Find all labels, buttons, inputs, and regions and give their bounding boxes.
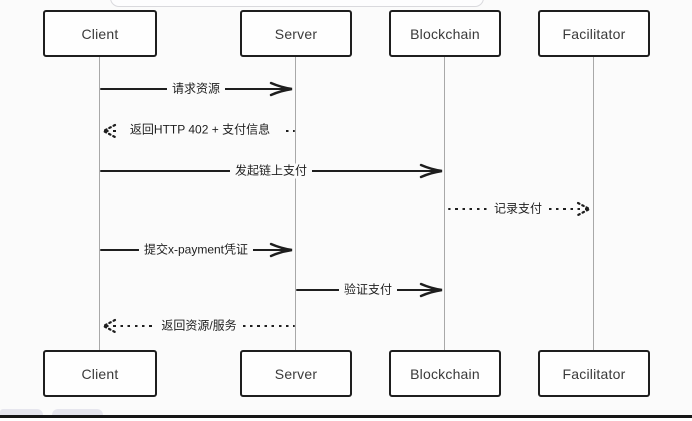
- message-label: 发起链上支付: [229, 163, 313, 179]
- lifeline-blockchain: [444, 57, 445, 350]
- actor-box-client-bottom[interactable]: Client: [43, 350, 157, 397]
- message-label: 请求资源: [166, 81, 226, 97]
- actor-label: Client: [81, 25, 119, 42]
- actor-label: Blockchain: [410, 25, 480, 42]
- message-label: 返回HTTP 402 + 支付信息: [117, 122, 283, 138]
- arrowhead-left-dotted-icon: [101, 318, 117, 334]
- arrowhead-right-dotted-icon: [576, 201, 592, 217]
- actor-label: Blockchain: [410, 365, 480, 382]
- arrowhead-right-icon: [269, 81, 293, 97]
- arrowhead-right-icon: [419, 163, 443, 179]
- message-label: 验证支付: [338, 282, 398, 298]
- message-label: 记录支付: [488, 201, 548, 217]
- arrowhead-right-icon: [419, 282, 443, 298]
- actor-label: Client: [81, 365, 119, 382]
- actor-box-facilitator-bottom[interactable]: Facilitator: [538, 350, 650, 397]
- actor-label: Facilitator: [562, 25, 626, 42]
- actor-box-blockchain-bottom[interactable]: Blockchain: [389, 350, 501, 397]
- bottom-dock-pill[interactable]: [0, 409, 43, 416]
- lifeline-facilitator: [593, 57, 594, 350]
- bottom-edge-strip: [0, 418, 692, 421]
- actor-label: Server: [274, 365, 318, 382]
- arrowhead-left-dotted-icon: [101, 123, 117, 139]
- actor-label: Facilitator: [562, 365, 626, 382]
- arrowhead-right-icon: [269, 242, 293, 258]
- actor-box-server-top[interactable]: Server: [240, 10, 352, 57]
- message-label: 提交x-payment凭证: [138, 242, 254, 258]
- bottom-divider-bar: [0, 415, 692, 418]
- actor-box-server-bottom[interactable]: Server: [240, 350, 352, 397]
- lifeline-server: [295, 57, 296, 350]
- message-label: 返回资源/服务: [156, 318, 242, 334]
- actor-label: Server: [274, 25, 318, 42]
- actor-box-facilitator-top[interactable]: Facilitator: [538, 10, 650, 57]
- actor-box-blockchain-top[interactable]: Blockchain: [389, 10, 501, 57]
- lifeline-client: [99, 57, 100, 350]
- bottom-dock-pill[interactable]: [52, 409, 103, 416]
- actor-box-client-top[interactable]: Client: [43, 10, 157, 57]
- top-toolbar-remnant: [110, 0, 484, 7]
